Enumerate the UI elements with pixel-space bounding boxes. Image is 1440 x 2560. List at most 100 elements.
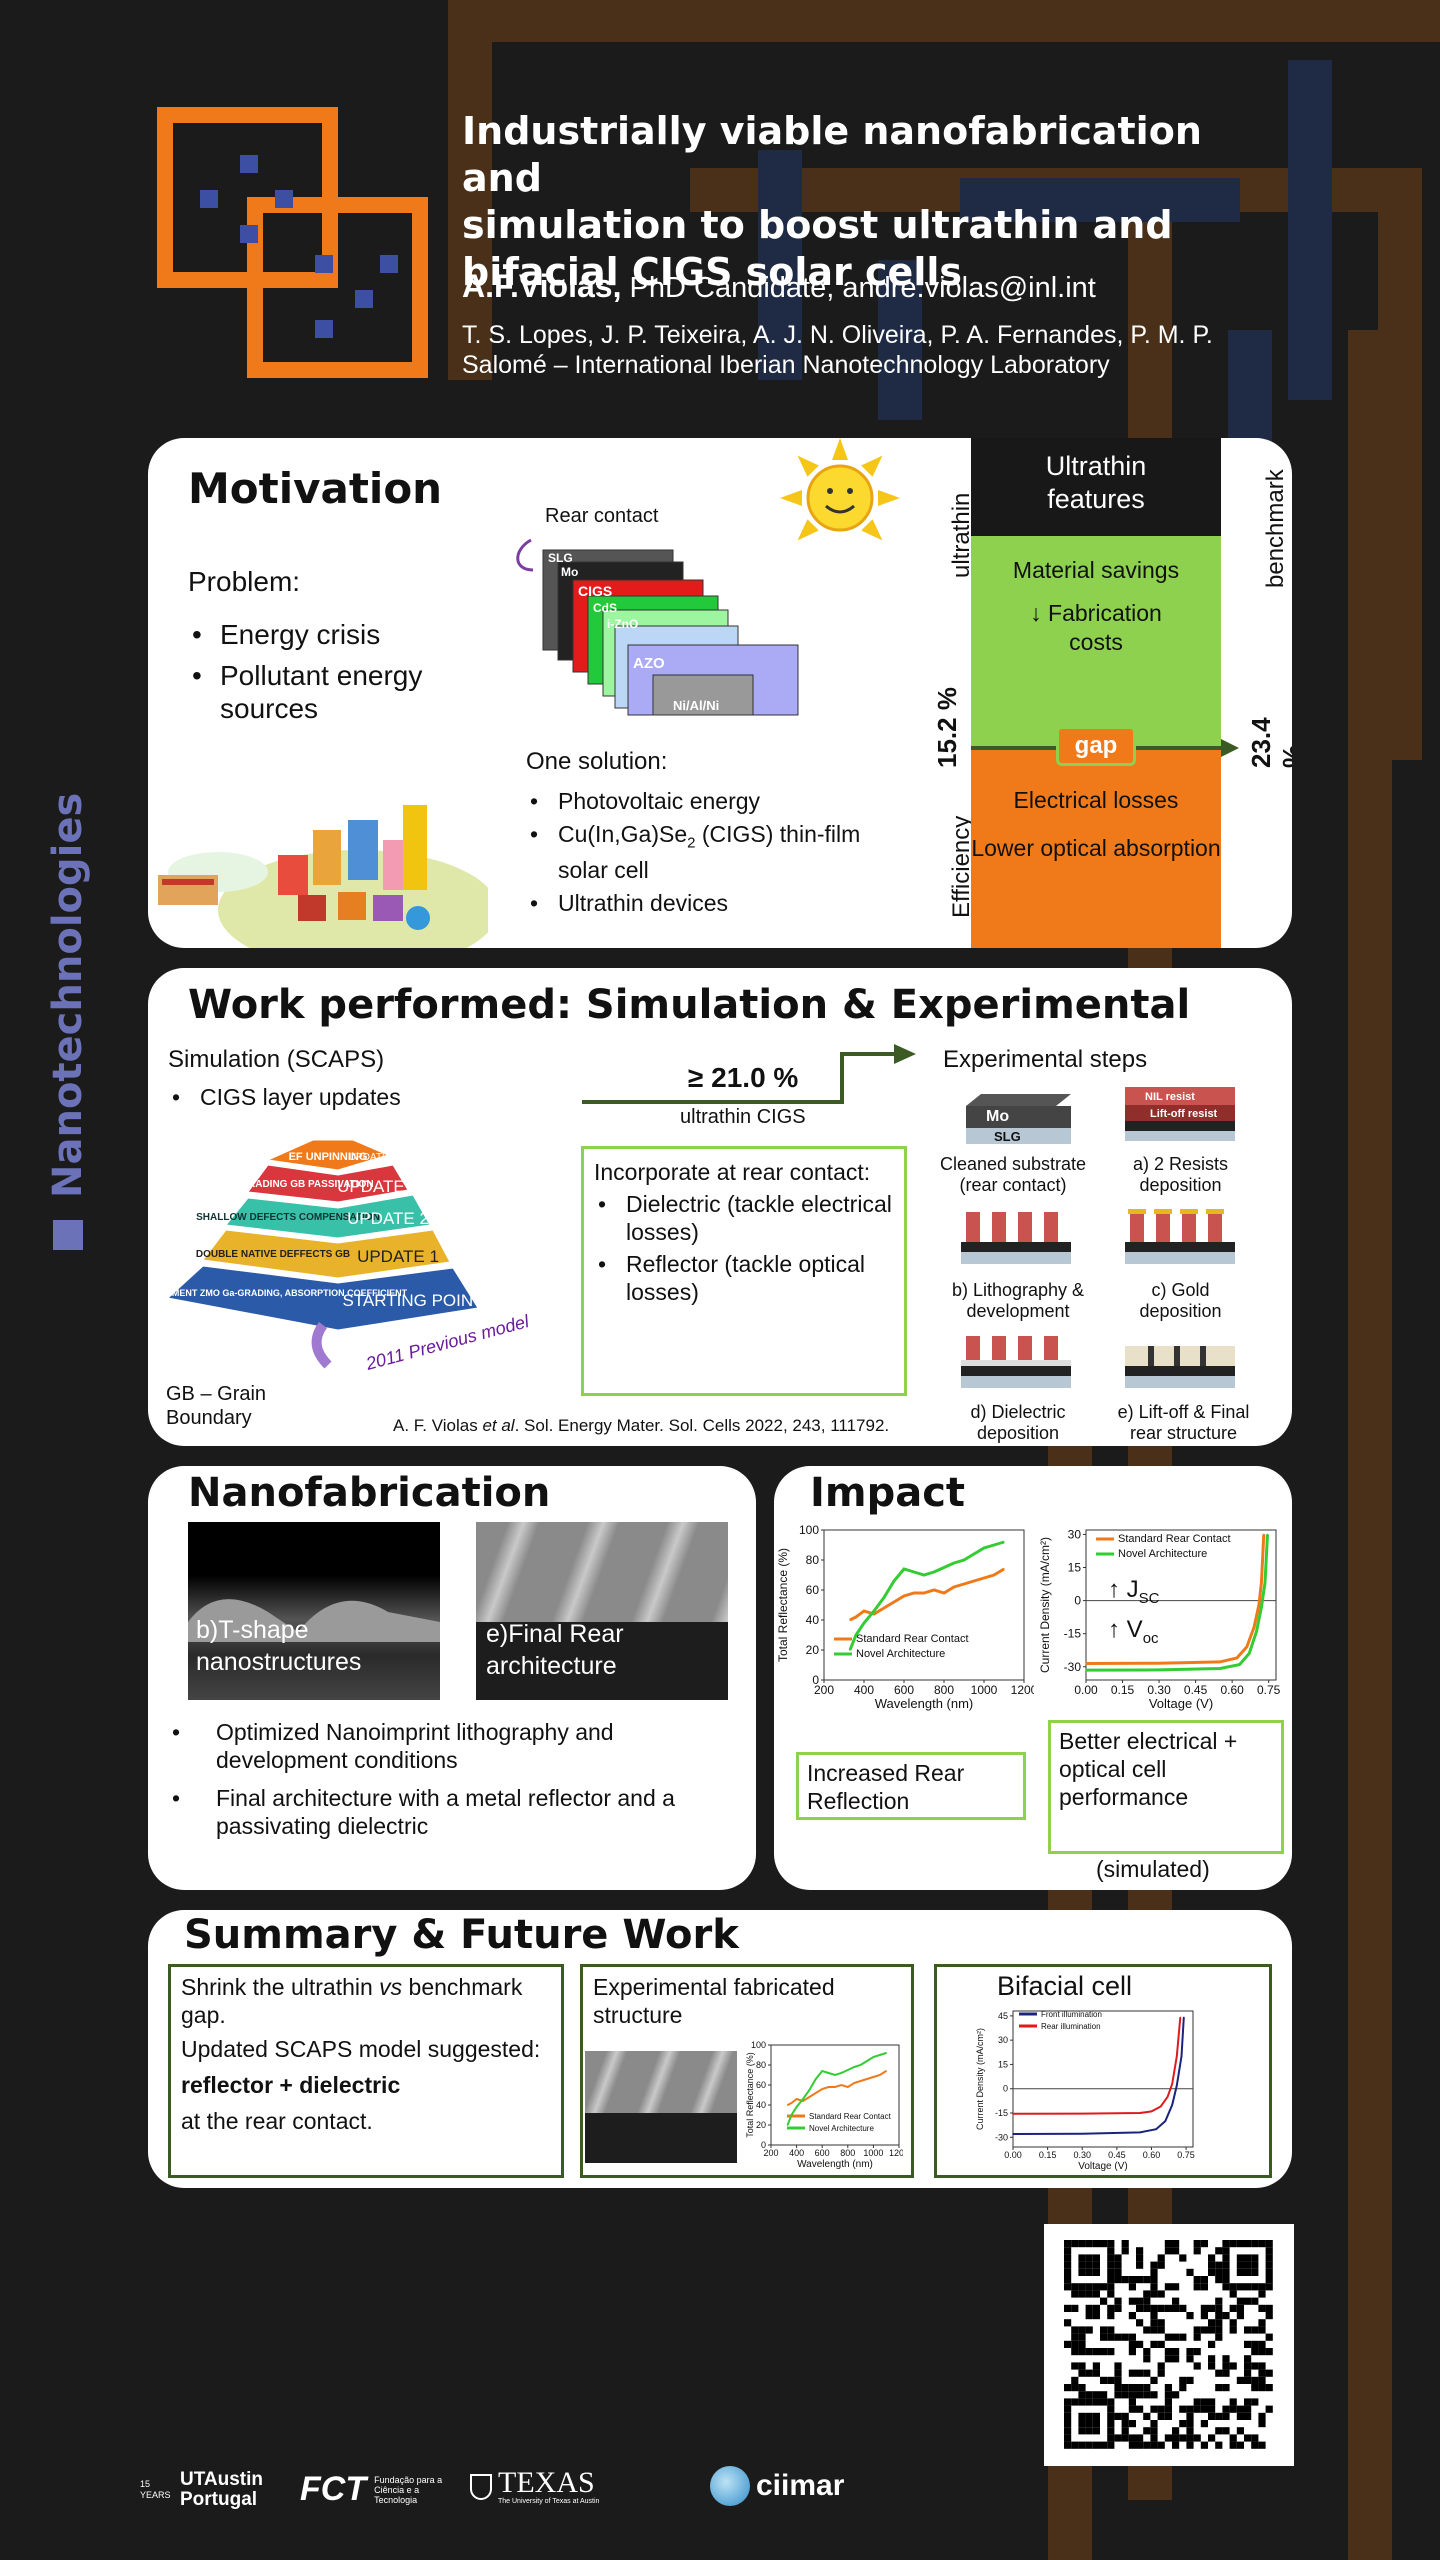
qr-module: [1078, 2290, 1086, 2298]
qr-module: [1200, 2312, 1208, 2320]
data-point: [872, 2056, 875, 2058]
qr-module: [1136, 2441, 1144, 2449]
jsc-label: ↑ JSC: [1108, 1576, 1160, 1607]
qr-module: [1071, 2348, 1079, 2356]
x-tick-label: 0.15: [1039, 2150, 1057, 2160]
data-point: [963, 1583, 965, 1585]
step-caption-resists: a) 2 Resists deposition: [1132, 1154, 1229, 1195]
qr-module: [1114, 2376, 1122, 2384]
work-title: Work performed: Simulation & Experimenta…: [188, 982, 1191, 1028]
qr-module: [1143, 2276, 1151, 2284]
qr-module: [1136, 2384, 1144, 2392]
y-axis-label: Current Density (mA/cm²): [975, 2028, 985, 2130]
qr-module: [1100, 2348, 1108, 2356]
qr-module: [1236, 2261, 1244, 2269]
summary-gap-b: benchmark gap.: [181, 1974, 523, 2028]
qr-module: [1215, 2441, 1223, 2449]
qr-module: [1251, 2297, 1259, 2305]
qr-module: [1193, 2398, 1201, 2406]
qr-module: [1107, 2247, 1115, 2255]
qr-module: [1164, 2398, 1172, 2406]
qr-module: [1258, 2369, 1266, 2377]
qr-module: [1092, 2412, 1100, 2420]
data-point: [903, 1568, 905, 1570]
qr-module: [1186, 2420, 1194, 2428]
y-tick-label: 40: [806, 1613, 820, 1627]
qr-module: [1179, 2376, 1187, 2384]
qr-module: [1150, 2434, 1158, 2442]
pyramid-left-2: SHALLOW DEFECTS COMPENSATION: [196, 1212, 380, 1223]
qr-module: [1229, 2434, 1237, 2442]
citation-etal: et al: [482, 1416, 515, 1435]
qr-module: [1258, 2362, 1266, 2370]
author-name: A.F.Violas,: [462, 268, 622, 304]
qr-module: [1085, 2312, 1093, 2320]
qr-module: [1078, 2362, 1086, 2370]
qr-module: [1107, 2304, 1115, 2312]
qr-module: [1222, 2384, 1230, 2392]
texas-subtext: The University of Texas at Austin: [498, 2498, 600, 2505]
qr-module: [1114, 2276, 1122, 2284]
data-point: [963, 1559, 965, 1561]
qr-module: [1128, 2348, 1136, 2356]
qr-module: [1193, 2348, 1201, 2356]
qr-module: [1229, 2319, 1237, 2327]
qr-module: [1064, 2240, 1072, 2248]
coauthors: T. S. Lopes, J. P. Teixeira, A. J. N. Ol…: [462, 320, 1242, 380]
qr-module: [1078, 2369, 1086, 2377]
fct-text: FCT: [300, 2470, 367, 2508]
jsc-text: ↑ J: [1108, 1576, 1139, 1603]
qr-module: [1064, 2340, 1072, 2348]
qr-module: [1179, 2434, 1187, 2442]
qr-module: [1114, 2384, 1122, 2392]
qr-module: [1208, 2405, 1216, 2413]
qr-code[interactable]: [1044, 2224, 1294, 2466]
qr-module: [1251, 2254, 1259, 2262]
qr-module: [1157, 2319, 1165, 2327]
qr-module: [1186, 2355, 1194, 2363]
data-point: [849, 1649, 851, 1651]
motivation-title: Motivation: [188, 464, 443, 513]
qr-module: [1258, 2240, 1266, 2248]
qr-module: [1078, 2254, 1086, 2262]
qr-module: [1222, 2276, 1230, 2284]
qr-module: [1208, 2261, 1216, 2269]
summary-gap-a: Shrink the ultrathin: [181, 1974, 380, 2000]
qr-module: [1150, 2268, 1158, 2276]
step-label-mo: Mo: [986, 1108, 1009, 1125]
data-point: [815, 2078, 817, 2080]
qr-module: [1222, 2247, 1230, 2255]
qr-module: [1179, 2304, 1187, 2312]
qr-module: [1172, 2441, 1180, 2449]
author-email[interactable]: andre.violas@inl.int: [842, 272, 1096, 304]
x-tick-label: 0.00: [1074, 1683, 1098, 1697]
qr-module: [1236, 2427, 1244, 2435]
qr-module: [1085, 2348, 1093, 2356]
data-point: [821, 2088, 823, 2090]
y-tick-label: 80: [806, 1553, 820, 1567]
qr-module: [1064, 2427, 1072, 2435]
x-axis-label: Wavelength (nm): [797, 2159, 873, 2169]
data-point: [1260, 1606, 1263, 1609]
data-point: [834, 2074, 836, 2076]
data-point: [913, 1592, 915, 1594]
qr-module: [1136, 2247, 1144, 2255]
qr-module: [1251, 2384, 1259, 2392]
qr-module: [1107, 2434, 1115, 2442]
qr-module: [1121, 2333, 1129, 2341]
qr-module: [1092, 2283, 1100, 2291]
side-label: Nanotechnologies: [45, 793, 91, 1250]
motivation-panel: Motivation Problem: Energy crisis Pollut…: [148, 438, 1292, 948]
qr-module: [1150, 2376, 1158, 2384]
nanofab-list: Optimized Nanoimprint lithography and de…: [168, 1718, 728, 1840]
data-point: [1003, 1541, 1005, 1543]
qr-module: [1208, 2412, 1216, 2420]
qr-module: [1265, 2240, 1273, 2248]
qr-module: [1092, 2398, 1100, 2406]
qr-module: [1172, 2304, 1180, 2312]
legend-label: Front illumination: [1041, 2010, 1102, 2019]
data-point: [1150, 2110, 1153, 2113]
nanofab-item: Optimized Nanoimprint lithography and de…: [168, 1718, 728, 1774]
